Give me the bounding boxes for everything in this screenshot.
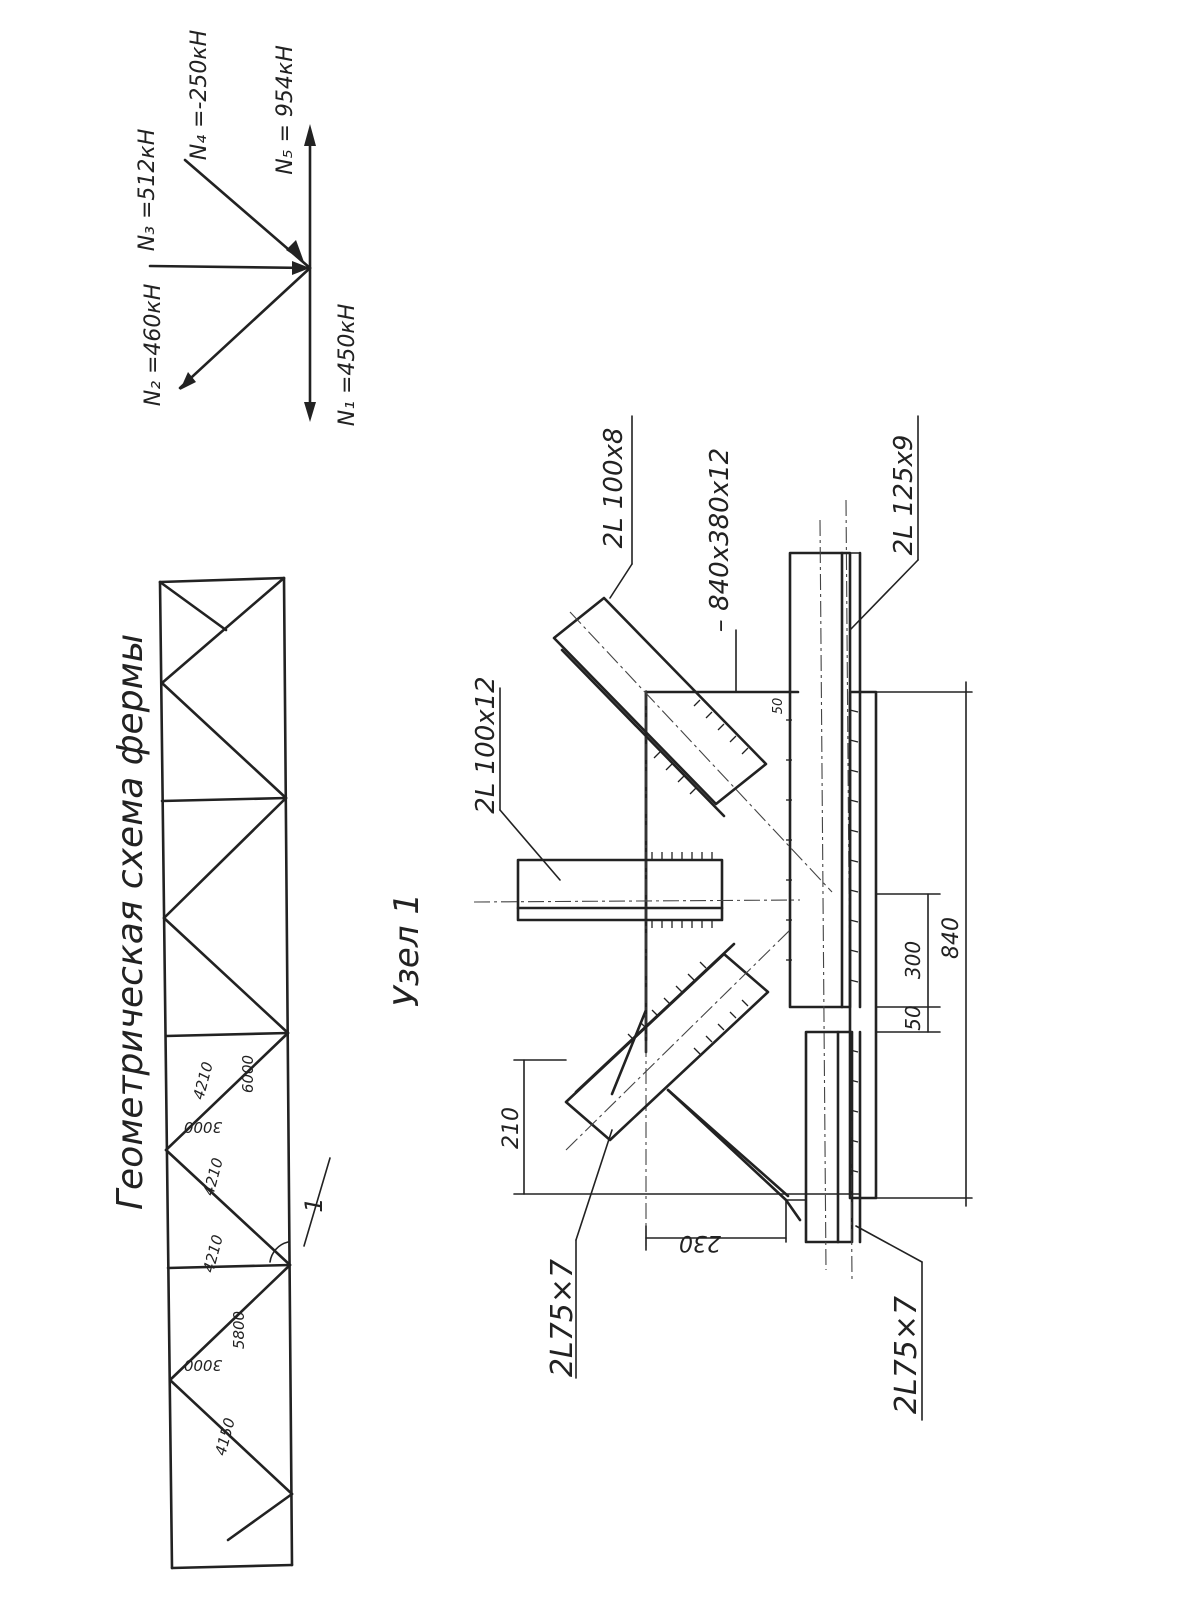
label-diag-lower: 2L75×7 (545, 1259, 580, 1377)
force-n3-arrow (292, 261, 310, 275)
chord-weld-ticks (786, 709, 859, 1173)
truss-bottom-chord (282, 576, 294, 1567)
label-diag-upper: 2L 100x8 (599, 428, 629, 549)
diagonal-lower-member (564, 952, 770, 1142)
truss-diagonal (168, 1263, 292, 1382)
diagonal-length-label: 4210 (190, 1060, 217, 1102)
diagonal-length-label: 4210 (200, 1156, 227, 1198)
diagonal-lower-flange (574, 942, 736, 1094)
force-n4-arrow (286, 240, 304, 262)
height-label: 3000 (184, 1118, 222, 1136)
height-label: 3000 (184, 1356, 222, 1374)
dim-50-small-label: 50 (771, 698, 786, 715)
truss-scheme-title: Геометрическая схема фермы (110, 634, 151, 1210)
truss-top-chord (158, 580, 174, 1570)
diagonal-lower-weld-ticks (627, 961, 749, 1055)
truss-diagonal (158, 580, 228, 632)
node-marker-label: 1 (300, 1197, 328, 1212)
dim-210-label: 210 (499, 1107, 524, 1149)
chord-centerline (819, 519, 827, 1271)
force-diagram: N₁ =450кН N₂ =460кН N₃ =512кН N₄ =-250кН… (135, 30, 360, 427)
chord-weld-strip (848, 690, 878, 1200)
node-marker-leader (303, 1157, 331, 1247)
dim-300-label: 300 (901, 941, 925, 979)
gusset-plate-outline (610, 690, 802, 1222)
diagonal-upper-flange (560, 648, 726, 818)
force-n2-line (178, 266, 312, 390)
truss-vertical (160, 796, 288, 803)
force-n3-line (148, 264, 312, 270)
diagonal-lower-centerline (565, 929, 791, 1151)
force-n2-label: N₂ =460кН (141, 284, 166, 407)
leader-chord-left (855, 1225, 923, 1263)
force-n5-arrow (304, 124, 316, 146)
label-chord-left: 2L75×7 (889, 1296, 924, 1414)
panel-length-label: 6000 (239, 1055, 257, 1093)
diagonal-length-label: 4210 (200, 1233, 227, 1275)
dim-50-label: 50 (901, 1005, 925, 1030)
truss-vertical (164, 1031, 290, 1038)
leader-vertical (499, 809, 561, 881)
truss-end-post-top (158, 576, 286, 584)
force-n3-label: N₃ =512кН (135, 129, 160, 252)
force-n1-label: N₁ =450кН (335, 304, 360, 427)
truss-scheme: 1 Геометрическая схема фермы 6000 5800 4… (110, 576, 331, 1570)
gusset-plate-edge (666, 1088, 790, 1198)
dim-840-label: 840 (939, 917, 964, 959)
label-vertical: 2L 100x12 (471, 676, 501, 813)
node-detail-title: Узел 1 (387, 893, 427, 1007)
diagonal-upper-centerline (569, 611, 833, 893)
truss-diagonal (164, 1031, 290, 1152)
diagonal-upper-member (552, 596, 768, 806)
force-n4-label: N₄ =-250кН (187, 30, 212, 160)
truss-diagonal (162, 916, 290, 1035)
force-n1-arrow (304, 402, 316, 422)
leader-diag-upper (609, 563, 633, 599)
vertical-member (516, 858, 724, 922)
panel-length-label: 5800 (230, 1311, 248, 1349)
node-marker-arc (269, 1241, 289, 1263)
label-plate: – 840x380x12 (705, 448, 735, 632)
force-n2-arrow (180, 372, 196, 390)
chord-left-member (804, 1030, 854, 1244)
force-n5-label: N₅ = 954кН (273, 45, 298, 175)
truss-end-post-bottom (170, 1563, 294, 1570)
leader-chord-right (849, 559, 919, 631)
truss-vertical (166, 1263, 292, 1270)
truss-diagonal (164, 1148, 292, 1267)
node-detail: Узел 1 (387, 415, 973, 1421)
truss-diagonal (168, 1378, 294, 1496)
leader-diag-lower (575, 1129, 613, 1241)
vertical-weld-ticks (651, 852, 713, 928)
truss-diagonal (226, 1492, 294, 1542)
truss-diagonal (162, 796, 288, 920)
truss-diagonal (160, 681, 288, 800)
label-chord-right: 2L 125x9 (889, 435, 919, 556)
diagonal-upper-weld-ticks (653, 699, 749, 795)
vertical-centerline (473, 899, 801, 903)
dim-230-label: 230 (679, 1230, 721, 1255)
truss-diagonal (160, 576, 286, 685)
